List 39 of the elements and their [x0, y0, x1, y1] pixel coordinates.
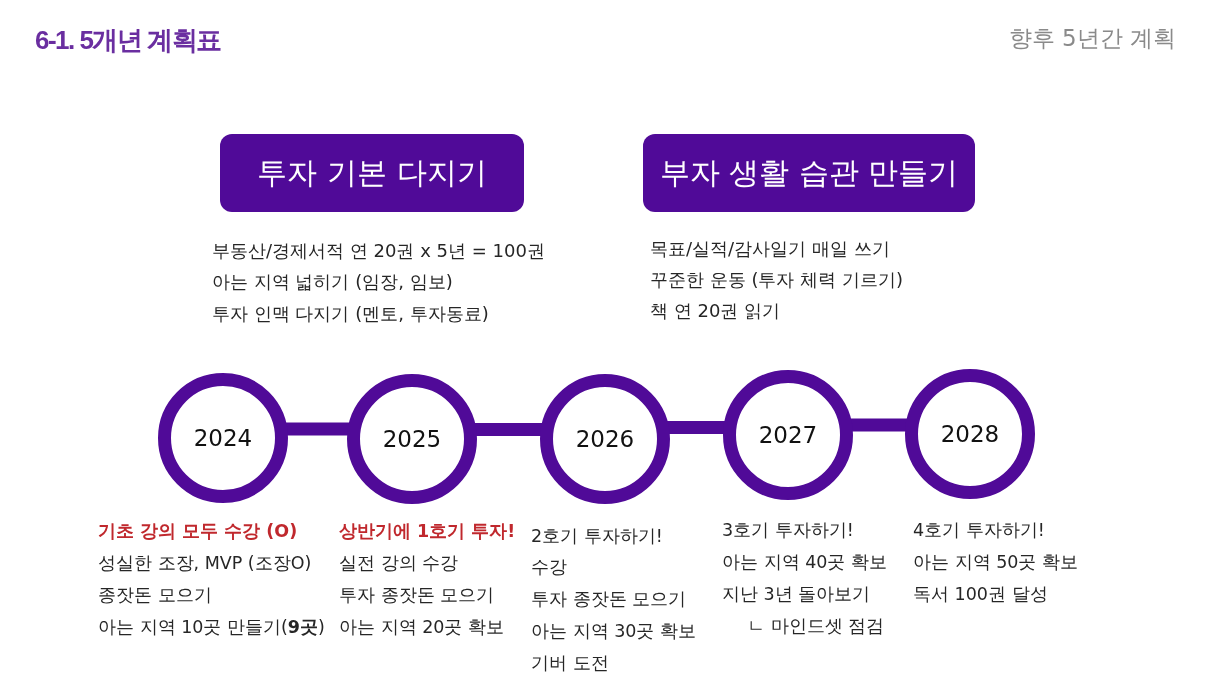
plan-item: 상반기에 1호기 투자! [339, 519, 516, 543]
plan-item: 실전 강의 수강 [339, 551, 459, 575]
plan-item: 기버 도전 [531, 651, 609, 675]
plan-item: 2호기 투자하기! [531, 524, 663, 548]
plan-item: 투자 종잣돈 모으기 [531, 588, 687, 612]
plan-item: 아는 지역 넓히기 (임장, 임보) [212, 270, 453, 293]
plan-item: 아는 지역 40곳 확보 [722, 550, 887, 574]
plan-item: 부동산/경제서적 연 20권 x 5년 = 100권 [212, 238, 545, 262]
goal-box: 투자 기본 다지기 [220, 134, 524, 212]
page-subtitle: 향후 5년간 계획 [1008, 24, 1176, 53]
plan-item: 아는 지역 50곳 확보 [913, 550, 1078, 574]
connector-bar [666, 421, 726, 434]
plan-item: 꾸준한 운동 (투자 체력 기르기) [650, 267, 903, 291]
year-circle: 2026 [540, 374, 670, 504]
year-circle: 2028 [905, 369, 1035, 499]
connector-bar [850, 418, 908, 432]
plan-item: 책 연 20권 읽기 [650, 298, 781, 322]
year-circle: 2027 [723, 370, 853, 500]
plan-item: 독서 100권 달성 [913, 582, 1048, 606]
plan-item: 4호기 투자하기! [913, 518, 1045, 542]
plan-item: 목표/실적/감사일기 매일 쓰기 [650, 236, 890, 260]
year-circle: 2025 [347, 374, 477, 504]
plan-item: 아는 지역 10곳 만들기(9곳) [98, 615, 325, 639]
page-title: 6-1. 5개년 계획표 [35, 24, 221, 57]
plan-item: 아는 지역 20곳 확보 [339, 615, 504, 639]
plan-item: 종잣돈 모으기 [98, 583, 212, 607]
plan-item: 성실한 조장, MVP (조장O) [98, 551, 312, 575]
plan-item: 수강 [531, 556, 567, 580]
plan-item: 투자 종잣돈 모으기 [339, 583, 495, 607]
connector-bar [474, 423, 543, 436]
plan-item: 3호기 투자하기! [722, 518, 854, 542]
plan-item: ㄴ 마인드셋 점검 [747, 614, 885, 638]
plan-item: 지난 3년 돌아보기 [722, 582, 871, 606]
goal-box: 부자 생활 습관 만들기 [643, 134, 975, 212]
plan-item: 투자 인맥 다지기 (멘토, 투자동료) [212, 301, 489, 325]
plan-item: 아는 지역 30곳 확보 [531, 619, 696, 643]
connector-bar [285, 422, 350, 436]
year-circle: 2024 [158, 373, 288, 503]
plan-item: 기초 강의 모두 수강 (O) [98, 519, 298, 543]
